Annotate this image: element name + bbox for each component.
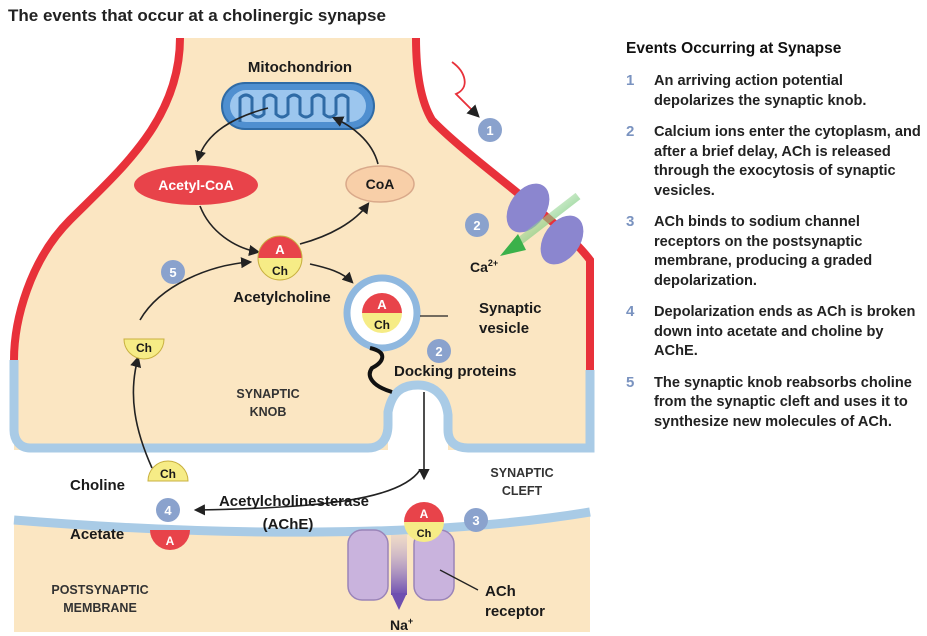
event-number-1: 1 [626, 72, 635, 89]
step-4-label: 4 [164, 503, 172, 518]
mitochondrion-label: Mitochondrion [248, 59, 352, 76]
synaptic-knob-label-1: SYNAPTIC [236, 387, 299, 401]
event-item-1: 1 An arriving action potential depolariz… [626, 72, 926, 111]
step-2a-label: 2 [473, 218, 480, 233]
vesicle-a-label: A [377, 297, 387, 312]
synaptic-knob-label-2: KNOB [250, 405, 287, 419]
acetyl-coa-node [134, 165, 258, 205]
bound-ch-label: Ch [417, 528, 432, 540]
bound-a-label: A [420, 507, 429, 521]
arrow-ch-to-ach [139, 257, 253, 321]
step-2b-label: 2 [435, 344, 442, 359]
acetyl-coa-label: Acetyl-CoA [158, 177, 233, 193]
step-2b-circle [427, 339, 451, 363]
event-number-5: 5 [626, 373, 635, 391]
event-text-3: ACh binds to sodium channel receptors on… [654, 214, 873, 289]
presynaptic-membrane-blue [9, 360, 595, 453]
postsynaptic-label-2: MEMBRANE [63, 601, 137, 615]
ach-receptor-label-2: receptor [485, 603, 545, 620]
calcium-channel-top [506, 183, 550, 233]
event-number-3: 3 [626, 213, 635, 230]
postsynaptic-membrane [13, 507, 591, 537]
step-3-label: 3 [472, 513, 479, 528]
step-5-label: 5 [169, 265, 176, 280]
arrow-acetylcoa-to-ach [199, 205, 261, 256]
calcium-channel-bottom [540, 215, 584, 265]
event-text-1: An arriving action potential depolarizes… [654, 73, 867, 109]
step-3-circle [464, 508, 488, 532]
events-panel-title: Events Occurring at Synapse [626, 40, 842, 57]
arrow-mito-to-acetylcoa [195, 107, 269, 163]
step-1-circle [478, 118, 502, 142]
calcium-influx-arrow [513, 192, 581, 248]
molecule-ch-label: Ch [272, 264, 288, 278]
arrow-choline-to-ch [130, 355, 153, 469]
arrow-ach-to-vesicle [309, 263, 354, 284]
ca-ion-label: Ca2+ [470, 258, 498, 275]
event-number-4: 4 [626, 303, 635, 320]
choline-label: Choline [70, 477, 125, 494]
choline-molecule [147, 460, 189, 482]
step-1-label: 1 [486, 123, 493, 138]
acetate-molecule-label: A [166, 534, 175, 548]
ache-label-1: Acetylcholinesterase [219, 493, 369, 510]
page-title: The events that occur at a cholinergic s… [8, 6, 386, 25]
docking-proteins [367, 346, 393, 394]
ach-bound-molecule [404, 502, 444, 542]
step-4-circle [156, 498, 180, 522]
coa-label: CoA [366, 176, 395, 192]
molecule-a-label: A [275, 242, 285, 257]
arrow-ach-to-coa [299, 202, 370, 245]
acetate-label: Acetate [70, 526, 124, 543]
arrow-coa-to-mito [331, 116, 379, 165]
event-item-3: 3 ACh binds to sodium channel receptors … [626, 213, 926, 291]
mitochondrion [221, 82, 375, 130]
na-ion-label: Na+ [390, 616, 413, 633]
step-5-circle [161, 260, 185, 284]
events-panel: Events Occurring at Synapse 1 An arrivin… [626, 40, 926, 444]
coa-node [345, 165, 415, 203]
synaptic-cleft-label-2: CLEFT [502, 484, 543, 498]
action-potential-arrow [451, 61, 480, 118]
synaptic-cleft-label-1: SYNAPTIC [490, 466, 553, 480]
acetylcholine-label: Acetylcholine [233, 289, 331, 306]
docking-proteins-label: Docking proteins [394, 363, 517, 380]
arrow-ache-to-acetate [193, 469, 421, 516]
acetylcholine-molecule [257, 235, 303, 281]
ach-receptor [347, 529, 455, 610]
presynaptic-membrane-red [10, 37, 184, 361]
vesicle-ch-label: Ch [374, 318, 390, 332]
ch-molecule-left [123, 338, 165, 360]
step-2a-circle [465, 213, 489, 237]
calcium-arrow-head [500, 234, 526, 256]
synaptic-vesicle-label-1: Synaptic [479, 300, 542, 317]
choline-molecule-label: Ch [160, 467, 176, 481]
event-item-2: 2 Calcium ions enter the cytoplasm, and … [626, 123, 926, 201]
event-item-5: 5 The synaptic knob reabsorbs choline fr… [626, 374, 926, 433]
synaptic-vesicle-label-2: vesicle [479, 320, 529, 337]
receptor-leader-line [439, 569, 479, 591]
postsynaptic-label-1: POSTSYNAPTIC [51, 583, 148, 597]
event-text-4: Depolarization ends as ACh is broken dow… [654, 304, 916, 359]
ache-label-2: (AChE) [263, 516, 314, 533]
event-text-5: The synaptic knob reabsorbs choline from… [654, 374, 912, 430]
synaptic-vesicle [343, 274, 421, 352]
event-number-2: 2 [626, 123, 635, 140]
ach-receptor-label-1: ACh [485, 583, 516, 600]
acetate-molecule [150, 530, 190, 550]
event-text-2: Calcium ions enter the cytoplasm, and af… [654, 124, 921, 199]
event-item-4: 4 Depolarization ends as ACh is broken d… [626, 303, 926, 362]
ch-molecule-left-label: Ch [136, 341, 152, 355]
